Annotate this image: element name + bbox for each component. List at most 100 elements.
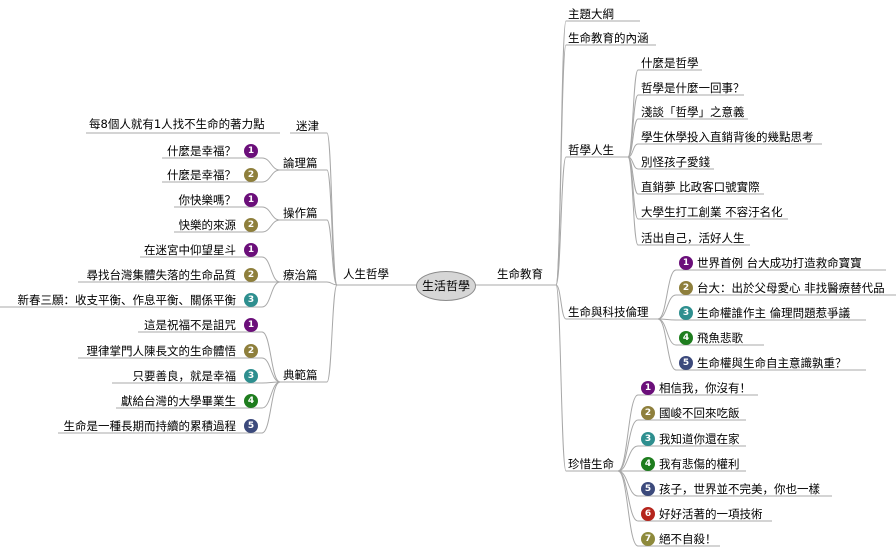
- ethics-item[interactable]: 生命權與生命自主意識孰重？: [697, 356, 847, 370]
- group-healing[interactable]: 療治篇: [283, 268, 318, 282]
- philosophy-item[interactable]: 別怪孩子愛錢: [641, 155, 710, 169]
- cherish-item[interactable]: 我知道你還在家: [659, 432, 740, 446]
- badge-7: 7: [641, 532, 655, 546]
- branch-curve: [657, 294, 677, 320]
- branch-life-education[interactable]: 生命教育: [497, 267, 543, 281]
- badge-1: 1: [244, 193, 258, 207]
- cherish-item[interactable]: 國峻不回來吃飯: [659, 406, 740, 420]
- node-cherish[interactable]: 珍惜生命: [568, 457, 614, 471]
- branch-life-philosophy[interactable]: 人生哲學: [343, 267, 389, 281]
- confusion-item[interactable]: 每8個人就有1人找不生命的著力點: [89, 117, 265, 131]
- philosophy-item[interactable]: 直銷夢 比政客口號實際: [641, 180, 760, 194]
- root-node[interactable]: 生活哲學: [416, 271, 476, 301]
- badge-2: 2: [679, 281, 693, 295]
- node-content[interactable]: 生命教育的內涵: [568, 31, 649, 45]
- branch-curve: [555, 284, 567, 472]
- group-practice[interactable]: 操作篇: [283, 206, 318, 220]
- branch-curve: [261, 219, 281, 233]
- node-ethics[interactable]: 生命與科技倫理: [568, 305, 649, 319]
- branch-curve: [261, 331, 281, 383]
- badge-6: 6: [641, 507, 655, 521]
- branch-curve: [617, 470, 639, 522]
- philosophy-item[interactable]: 大學生打工創業 不容汙名化: [641, 205, 783, 219]
- exemplar-item[interactable]: 獻給台灣的大學畢業生: [121, 394, 236, 408]
- exemplar-item[interactable]: 生命是一種長期而持續的累積過程: [63, 419, 237, 433]
- branch-curve: [627, 156, 639, 220]
- badge-1: 1: [679, 256, 693, 270]
- theory-item[interactable]: 什麼是幸福？: [167, 144, 236, 158]
- cherish-item[interactable]: 絕不自殺！: [659, 532, 717, 546]
- branch-curve: [261, 381, 281, 409]
- healing-item[interactable]: 尋找台灣集體失落的生命品質: [86, 268, 237, 282]
- ethics-item[interactable]: 生命權誰作主 倫理問題惹爭議: [697, 306, 851, 320]
- healing-item[interactable]: 新春三願：收支平衡、作息平衡、關係平衡: [17, 293, 237, 307]
- branch-curve: [261, 381, 281, 434]
- branch-curve: [617, 470, 639, 497]
- exemplar-item[interactable]: 只要善良，就是幸福: [132, 369, 237, 383]
- badge-1: 1: [641, 381, 655, 395]
- branch-curve: [617, 470, 639, 547]
- badge-3: 3: [679, 306, 693, 320]
- badge-1: 1: [244, 243, 258, 257]
- badge-2: 2: [641, 406, 655, 420]
- branch-curve: [617, 445, 639, 472]
- branch-curve: [326, 169, 338, 286]
- badge-4: 4: [641, 457, 655, 471]
- badge-1: 1: [244, 144, 258, 158]
- branch-curve: [326, 132, 338, 286]
- badge-4: 4: [679, 331, 693, 345]
- group-confusion[interactable]: 迷津: [296, 119, 319, 133]
- branch-curve: [261, 206, 281, 221]
- node-outline[interactable]: 主題大綱: [568, 7, 614, 21]
- branch-curve: [261, 256, 281, 283]
- group-theory[interactable]: 論理篇: [283, 156, 318, 170]
- philosophy-item[interactable]: 哲學是什麼一回事？: [641, 81, 745, 95]
- badge-3: 3: [244, 293, 258, 307]
- branch-curve: [326, 219, 338, 286]
- ethics-item[interactable]: 世界首例 台大成功打造救命寶寶: [697, 256, 862, 270]
- branch-curve: [555, 156, 567, 286]
- node-philosophy-life[interactable]: 哲學人生: [568, 143, 614, 157]
- badge-5: 5: [679, 356, 693, 370]
- practice-item[interactable]: 快樂的來源: [178, 218, 237, 232]
- branch-curve: [627, 94, 639, 158]
- badge-5: 5: [244, 419, 258, 433]
- philosophy-item[interactable]: 什麼是哲學: [641, 56, 699, 70]
- cherish-item[interactable]: 我有悲傷的權利: [659, 457, 740, 471]
- philosophy-item[interactable]: 學生休學投入直銷背後的幾點思考: [641, 130, 814, 144]
- branch-curve: [261, 169, 281, 183]
- badge-1: 1: [244, 318, 258, 332]
- branch-curve: [261, 157, 281, 171]
- branch-curve: [326, 281, 338, 286]
- cherish-item[interactable]: 孩子，世界並不完美，你也一樣: [659, 482, 820, 496]
- group-exemplar[interactable]: 典範篇: [283, 368, 318, 382]
- branch-curve: [555, 284, 567, 320]
- ethics-item[interactable]: 台大：出於父母愛心 非找醫療替代品: [697, 281, 885, 295]
- exemplar-item[interactable]: 這是祝福不是詛咒: [144, 318, 236, 332]
- theory-item[interactable]: 什麼是幸福？: [167, 168, 236, 182]
- badge-3: 3: [244, 369, 258, 383]
- branch-curve: [261, 357, 281, 383]
- badge-3: 3: [641, 432, 655, 446]
- practice-item[interactable]: 你快樂嗎？: [178, 193, 237, 207]
- branch-curve: [261, 281, 281, 308]
- cherish-item[interactable]: 相信我，你沒有！: [659, 381, 751, 395]
- badge-4: 4: [244, 394, 258, 408]
- branch-curve: [617, 419, 639, 472]
- philosophy-item[interactable]: 活出自己，活好人生: [641, 231, 745, 245]
- cherish-item[interactable]: 好好活著的一項技術: [659, 507, 763, 521]
- branch-curve: [326, 284, 338, 383]
- badge-2: 2: [244, 268, 258, 282]
- ethics-item[interactable]: 飛魚悲歌: [697, 331, 743, 345]
- healing-item[interactable]: 在迷宮中仰望星斗: [144, 243, 236, 257]
- exemplar-item[interactable]: 理律掌門人陳長文的生命體悟: [86, 344, 237, 358]
- branch-curve: [657, 318, 677, 371]
- branch-curve: [657, 269, 677, 320]
- branch-curve: [627, 69, 639, 158]
- badge-2: 2: [244, 168, 258, 182]
- philosophy-item[interactable]: 淺談「哲學」之意義: [641, 105, 745, 119]
- branch-curve: [627, 156, 639, 246]
- badge-2: 2: [244, 344, 258, 358]
- branch-curve: [627, 143, 639, 158]
- branch-curve: [627, 118, 639, 158]
